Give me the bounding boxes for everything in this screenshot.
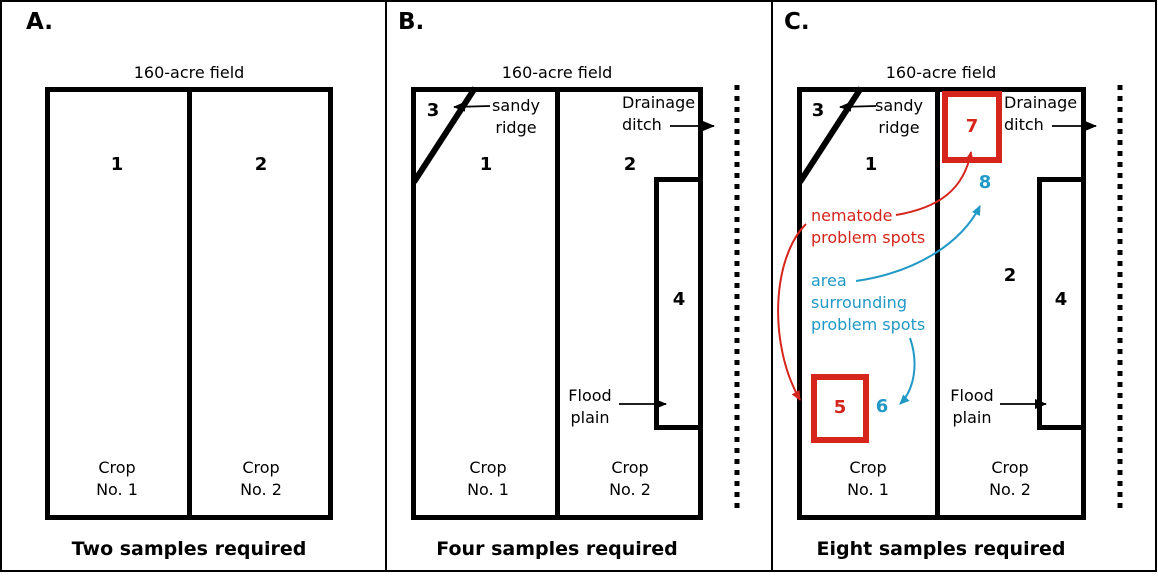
- panel-a-field-title: 160-acre field: [133, 63, 245, 82]
- panel-b-zone-1: 1: [479, 154, 493, 175]
- panel-a-crop2-label: Crop No. 2: [240, 458, 282, 499]
- panel-c-problem-spot-5-rect: [811, 374, 869, 443]
- panel-a-crop-divider: [187, 87, 192, 520]
- panel-b-crop1-label: Crop No. 1: [467, 458, 509, 499]
- panel-c-crop-divider: [935, 87, 940, 520]
- panel-c-zone-5: 5: [833, 397, 847, 418]
- panel-c-flood-plain-rect: [1037, 177, 1086, 430]
- panel-b-crop2-label: Crop No. 2: [609, 458, 651, 499]
- panel-c-field-title: 160-acre field: [885, 63, 997, 82]
- panel-c-zone-6: 6: [875, 396, 889, 417]
- panel-divider-ab: [385, 0, 387, 572]
- panel-divider-bc: [771, 0, 773, 572]
- outer-frame: [0, 0, 1157, 572]
- panel-b-flood-plain-rect: [654, 177, 703, 430]
- panel-c-zone-4: 4: [1054, 289, 1068, 310]
- panel-b-zone-4: 4: [672, 289, 686, 310]
- panel-c-crop1-label: Crop No. 1: [847, 458, 889, 499]
- panel-b-caption: Four samples required: [436, 538, 678, 560]
- panel-c-zone-8: 8: [978, 172, 992, 193]
- panel-c-letter: C.: [784, 9, 810, 35]
- panel-c-crop2-label: Crop No. 2: [989, 458, 1031, 499]
- panel-c-caption: Eight samples required: [816, 538, 1066, 560]
- panel-b-zone-2: 2: [623, 154, 637, 175]
- panel-c-area-surrounding-label: area surrounding problem spots: [811, 271, 926, 334]
- panel-a-crop1-label: Crop No. 1: [96, 458, 138, 499]
- panel-b-field-title: 160-acre field: [501, 63, 613, 82]
- panel-c-drainage-ditch-label: Drainage ditch: [1004, 93, 1078, 134]
- panel-a-zone-2: 2: [254, 154, 268, 175]
- panel-b-sandy-ridge-label: sandy ridge: [492, 96, 540, 137]
- panel-c-zone-1: 1: [864, 154, 878, 175]
- panel-c-nematode-label: nematode problem spots: [811, 206, 926, 247]
- panel-c-flood-plain-label: Flood plain: [950, 386, 994, 427]
- panel-c-zone-7: 7: [965, 116, 979, 137]
- panel-c-sandy-ridge-label: sandy ridge: [875, 96, 923, 137]
- panel-b-crop-divider: [555, 87, 560, 520]
- panel-b-drainage-ditch-label: Drainage ditch: [622, 93, 696, 134]
- panel-a-zone-1: 1: [110, 154, 124, 175]
- panel-b-letter: B.: [398, 9, 425, 35]
- panel-c-zone-2: 2: [1003, 265, 1017, 286]
- panel-b-zone-3: 3: [426, 100, 440, 121]
- panel-a-letter: A.: [26, 9, 53, 35]
- panel-c-zone-3: 3: [811, 100, 825, 121]
- panel-a-caption: Two samples required: [71, 538, 307, 560]
- panel-b-flood-plain-label: Flood plain: [568, 386, 612, 427]
